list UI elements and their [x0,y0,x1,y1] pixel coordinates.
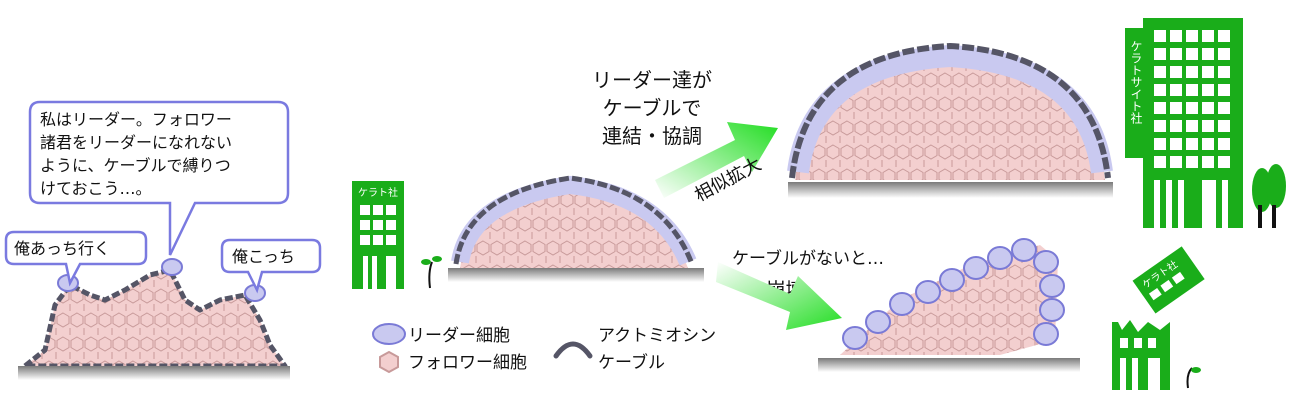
caption-line-2: ケーブルで [603,96,702,120]
speech-line-3: ように、ケーブルで縛りつ [40,156,231,175]
large-ground [788,182,1113,198]
collapsed-building: ケラト社 [1112,246,1205,390]
leader-cell-legend-icon [372,323,406,345]
legend-cable-line-2: ケーブル [598,352,665,373]
large-building: ケラトサイト社 [1125,18,1286,228]
leader-speech-bubble: 私はリーダー。フォロワー 諸君をリーダーになれない ように、ケーブルで縛りつ け… [28,100,290,256]
collapsed-cells [818,238,1080,372]
caption-line-3: 連結・協調 [602,124,702,148]
collapse-ground [818,358,1080,372]
right-speech-bubble: 俺こっち [220,238,322,294]
speech-line-1: 私はリーダー。フォロワー [40,110,232,129]
cable-legend-icon [553,341,593,359]
right-bubble-text: 俺こっち [232,247,295,266]
legend: リーダー細胞 フォロワー細胞 アクトミオシン ケーブル [372,323,716,374]
speech-line-4: けておこう…。 [40,179,152,198]
tree-icon [1252,164,1286,228]
speech-line-2: 諸君をリーダーになれない [40,133,232,152]
legend-leader-label: リーダー細胞 [408,326,510,346]
collapse-arrow [716,262,842,330]
legend-cable-line-1: アクトミオシン [598,326,716,346]
center-dome [448,175,704,282]
caption-line-1: リーダー達が [592,68,712,92]
left-ground [18,366,290,380]
leader-cell [161,258,183,276]
left-bubble-text: 俺あっち行く [14,239,110,258]
legend-follower-label: フォロワー細胞 [408,353,527,373]
follower-cell-legend-icon [379,350,399,374]
no-cable-line-1: ケーブルがないと… [732,248,884,269]
left-speech-bubble: 俺あっち行く [4,230,148,287]
sprout-icon [1186,367,1193,389]
left-scene: 私はリーダー。フォロワー 諸君をリーダーになれない ように、ケーブルで縛りつ け… [4,100,322,380]
sprout-icon [428,261,433,289]
large-dome [787,42,1113,198]
small-building: ケラト社 [352,181,442,289]
large-building-sign: ケラトサイト社 [1129,40,1143,124]
center-ground [448,268,704,282]
small-building-sign: ケラト社 [358,186,398,199]
